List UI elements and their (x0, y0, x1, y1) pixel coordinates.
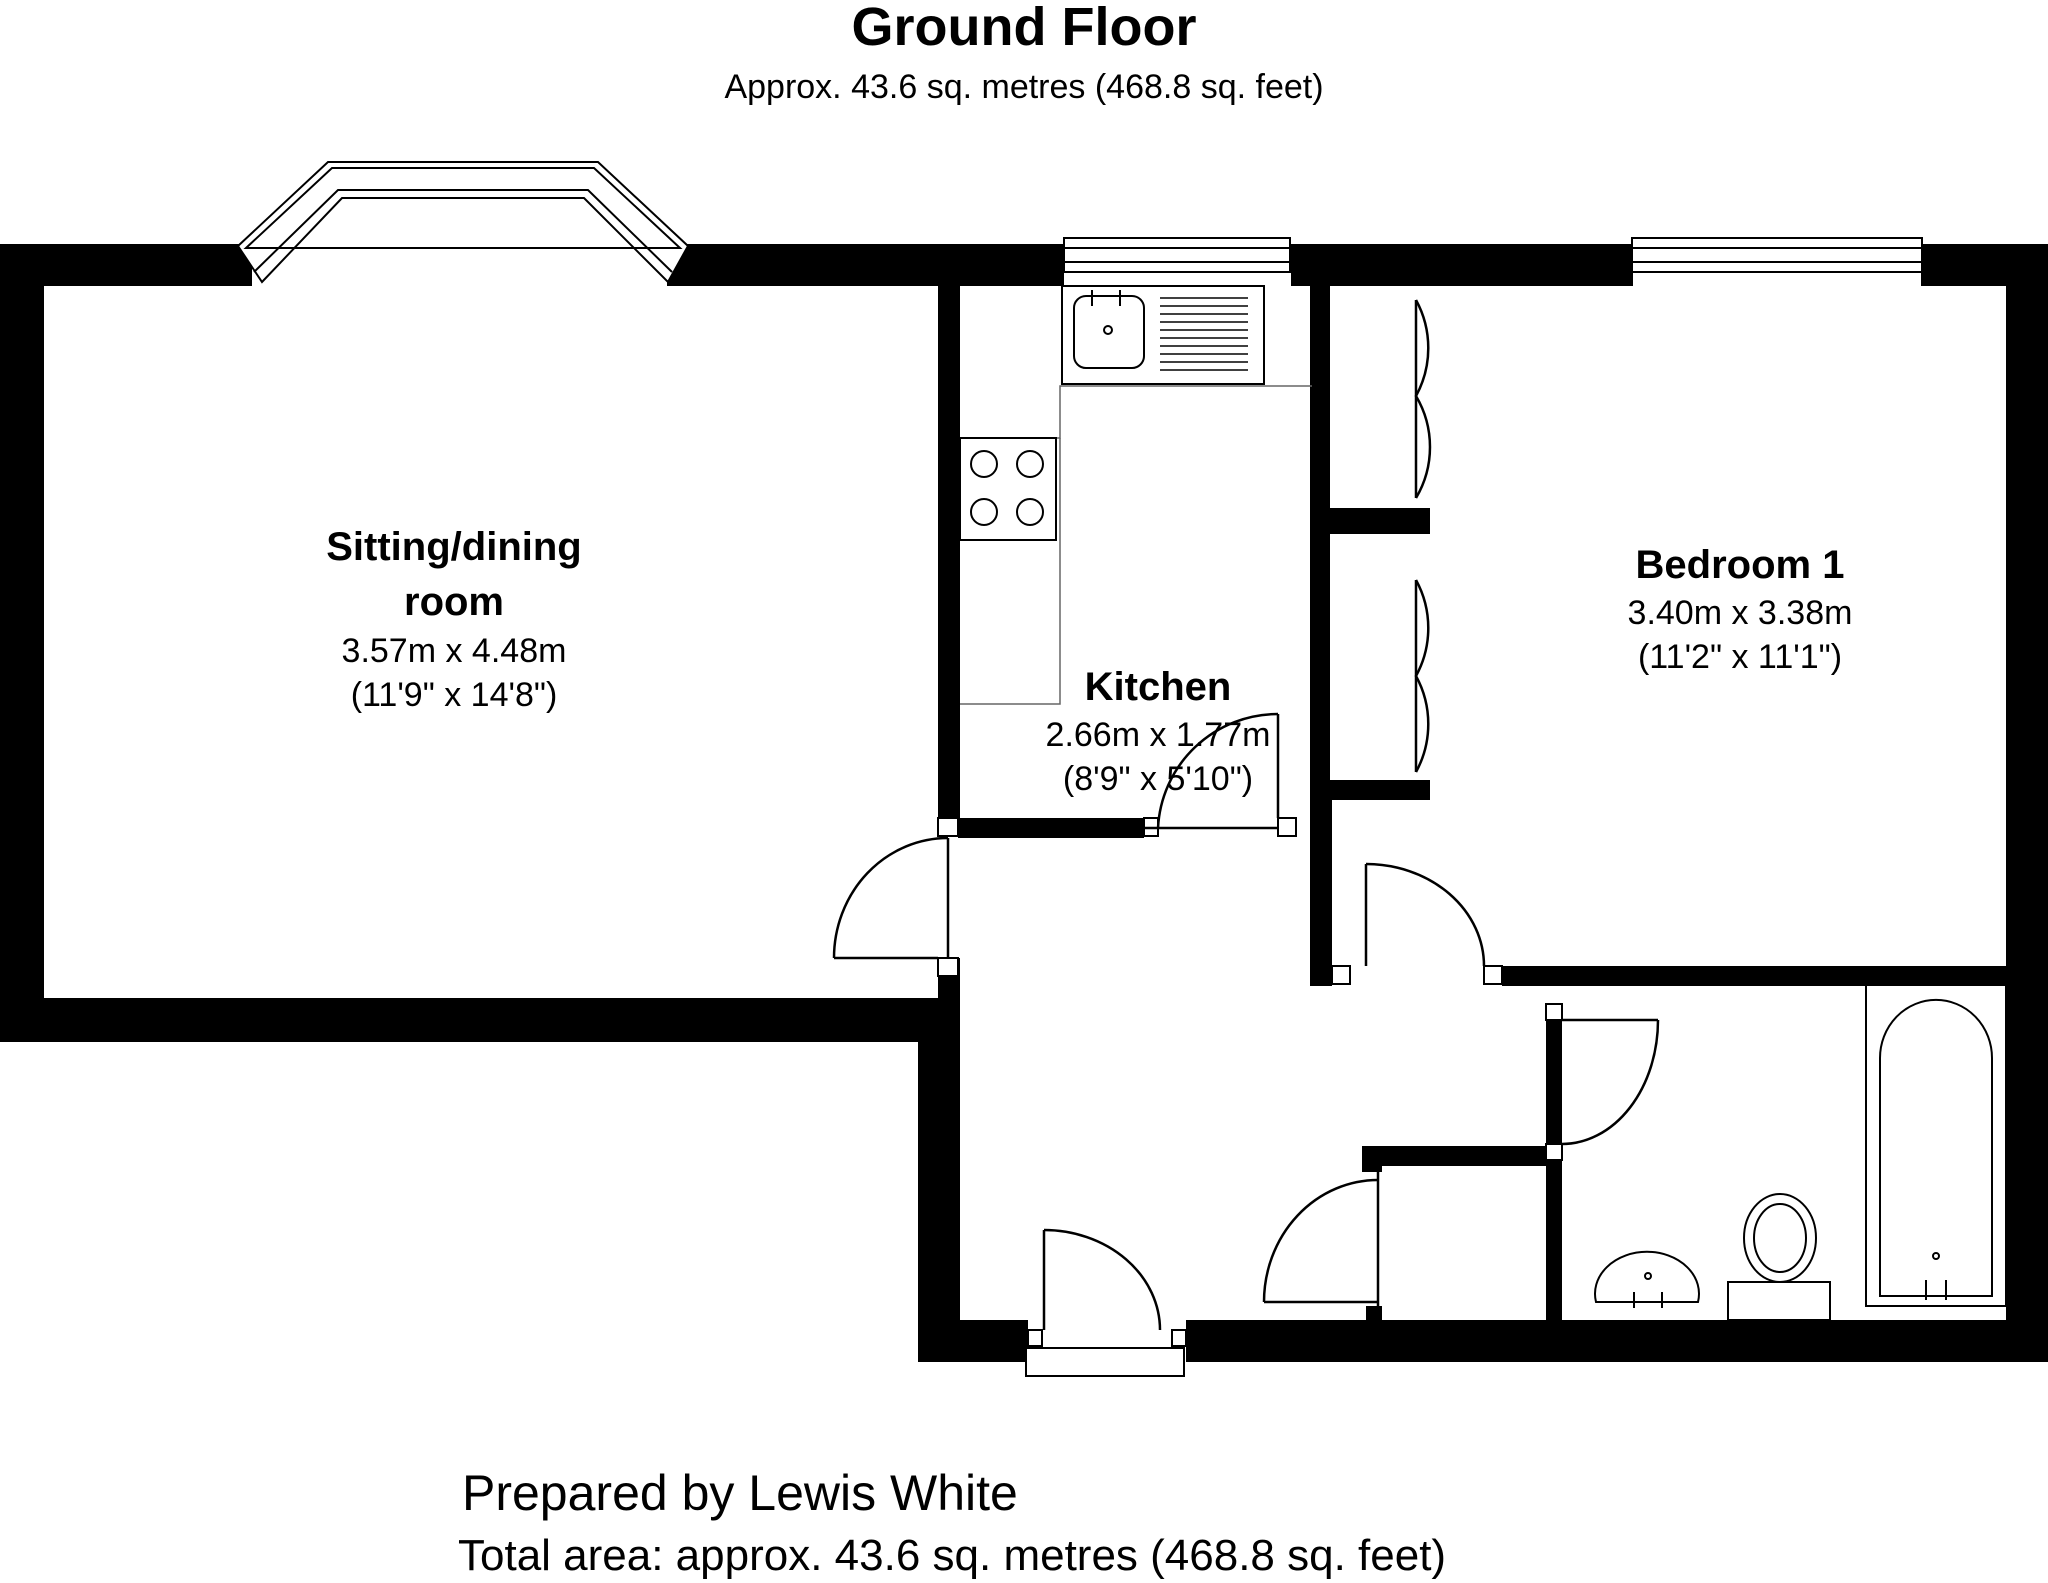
room-dimensions-metric: 2.66m x 1.77m (1046, 716, 1271, 754)
kitchen-fittings (959, 285, 1312, 705)
sink-unit (1061, 285, 1265, 385)
hob-icon (959, 437, 1057, 541)
room-dimensions-metric: 3.57m x 4.48m (342, 632, 567, 670)
drainer-icon (1160, 297, 1248, 371)
windows (236, 161, 1923, 1377)
room-label-kitchen: Kitchen 2.66m x 1.77m (8'9" x 5'10") (1046, 665, 1271, 798)
bath-icon (1865, 983, 2007, 1307)
room-name: room (404, 580, 504, 624)
door-swings (832, 299, 1660, 1331)
sink-icon (1073, 295, 1145, 369)
room-dimensions-imperial: (11'2" x 11'1") (1638, 638, 1842, 676)
basin-icon (1594, 1250, 1700, 1303)
walls (0, 244, 2048, 1362)
room-name: Kitchen (1085, 665, 1232, 709)
room-name: Bedroom 1 (1636, 543, 1845, 587)
room-dimensions-imperial: (11'9" x 14'8") (351, 676, 558, 714)
room-label-bedroom: Bedroom 1 3.40m x 3.38m (11'2" x 11'1") (1628, 543, 1853, 676)
room-name: Sitting/dining (326, 525, 582, 569)
total-area: Total area: approx. 43.6 sq. metres (468… (458, 1531, 1446, 1580)
page-title: Ground Floor (852, 0, 1197, 57)
prepared-by: Prepared by Lewis White (462, 1465, 1018, 1521)
page-subtitle: Approx. 43.6 sq. metres (468.8 sq. feet) (724, 68, 1323, 106)
room-dimensions-metric: 3.40m x 3.38m (1628, 594, 1853, 632)
room-dimensions-imperial: (8'9" x 5'10") (1063, 760, 1253, 798)
bathroom-fittings (1594, 983, 2007, 1321)
room-label-sitting: Sitting/dining room 3.57m x 4.48m (11'9"… (326, 525, 582, 714)
door-jambs (937, 817, 1563, 1347)
